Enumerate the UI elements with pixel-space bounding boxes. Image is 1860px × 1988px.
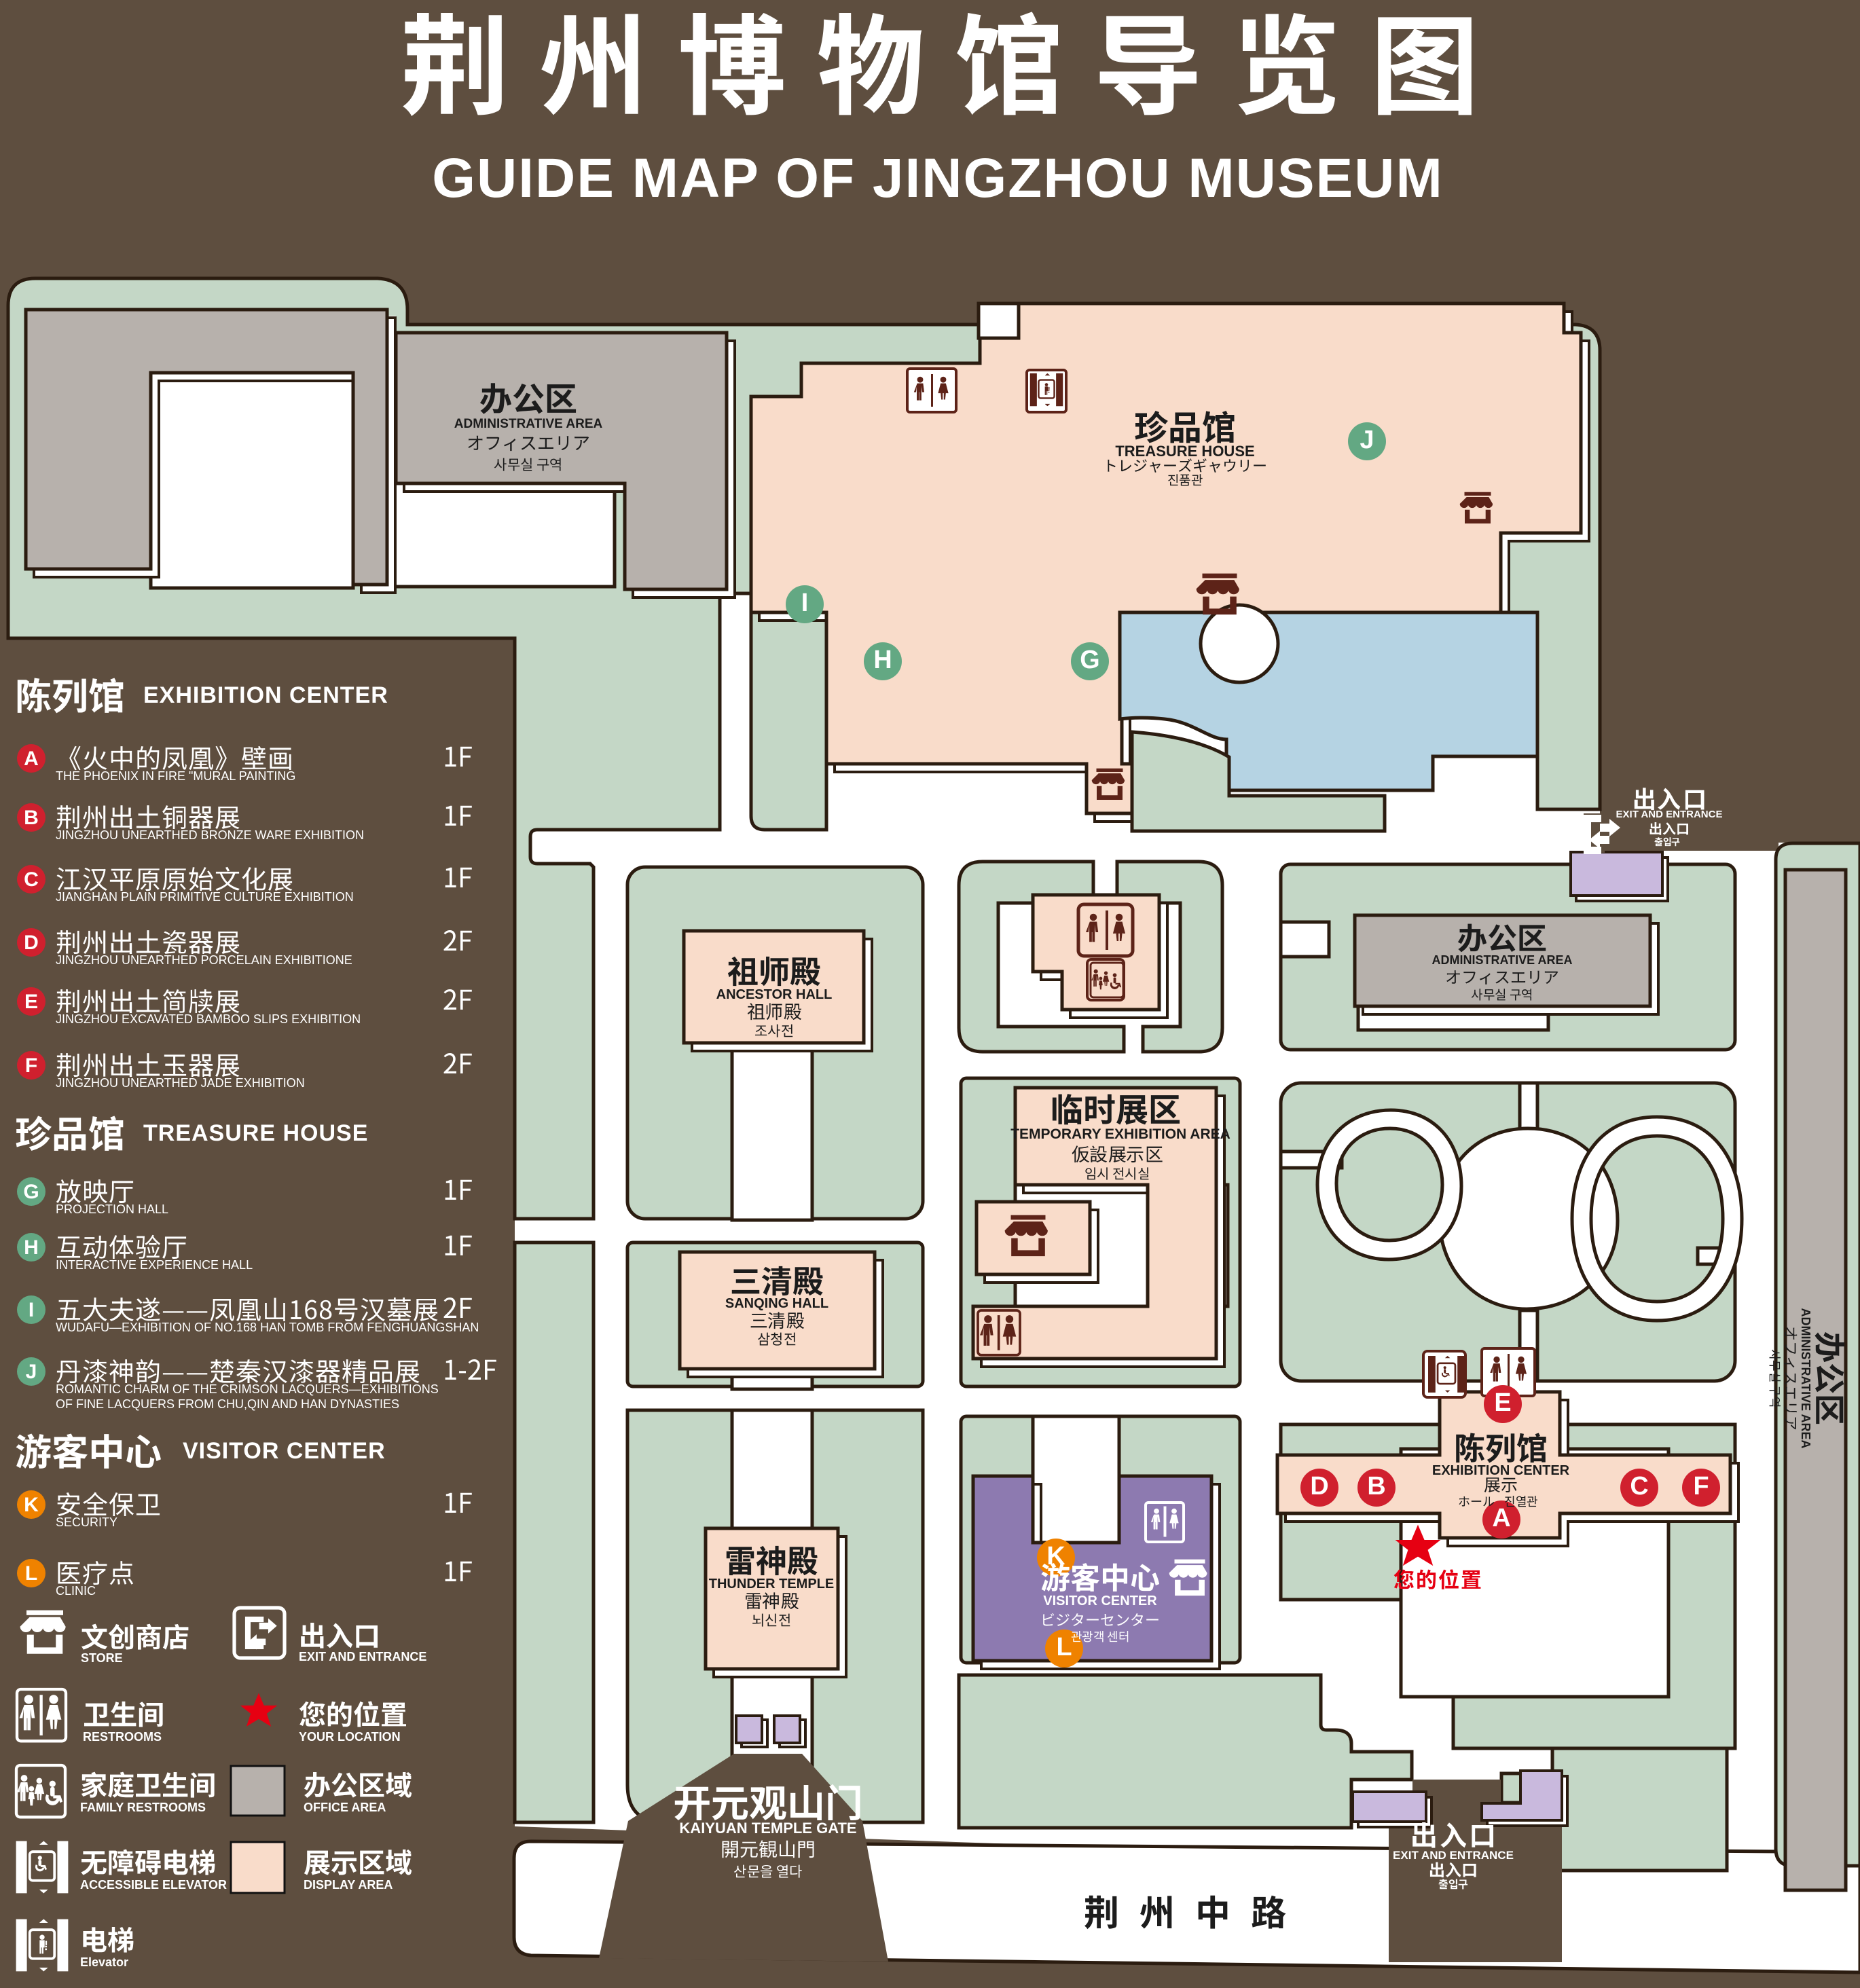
svg-text:I: I bbox=[29, 1299, 34, 1321]
svg-text:A: A bbox=[24, 748, 39, 770]
svg-text:JINGZHOU EXCAVATED BAMBOO SLIP: JINGZHOU EXCAVATED BAMBOO SLIPS EXHIBITI… bbox=[56, 1012, 361, 1026]
svg-text:EXIT AND ENTRANCE: EXIT AND ENTRANCE bbox=[299, 1650, 426, 1663]
svg-text:K: K bbox=[24, 1494, 39, 1516]
svg-text:ADMINISTRATIVE AREA: ADMINISTRATIVE AREA bbox=[454, 417, 603, 431]
svg-text:H: H bbox=[24, 1236, 39, 1259]
svg-text:VISITOR CENTER: VISITOR CENTER bbox=[183, 1438, 386, 1464]
svg-text:ADMINISTRATIVE AREA: ADMINISTRATIVE AREA bbox=[1432, 953, 1573, 967]
svg-text:TEMPORARY EXHIBITION AREA: TEMPORARY EXHIBITION AREA bbox=[1010, 1126, 1230, 1142]
svg-text:THE PHOENIX IN FIRE "MURAL PAI: THE PHOENIX IN FIRE "MURAL PAINTING bbox=[56, 769, 295, 783]
svg-text:ADMINISTRATIVE AREA: ADMINISTRATIVE AREA bbox=[1799, 1308, 1812, 1449]
svg-text:GUIDE MAP OF JINGZHOU MUSEUM: GUIDE MAP OF JINGZHOU MUSEUM bbox=[432, 147, 1444, 209]
svg-text:J: J bbox=[26, 1361, 37, 1383]
svg-text:VISITOR CENTER: VISITOR CENTER bbox=[1043, 1594, 1157, 1608]
svg-text:E: E bbox=[24, 991, 38, 1013]
svg-text:DISPLAY AREA: DISPLAY AREA bbox=[304, 1878, 393, 1892]
svg-text:C: C bbox=[1630, 1472, 1648, 1501]
svg-text:FAMILY RESTROOMS: FAMILY RESTROOMS bbox=[80, 1801, 206, 1814]
svg-text:JIANGHAN PLAIN PRIMITIVE CULTU: JIANGHAN PLAIN PRIMITIVE CULTURE EXHIBIT… bbox=[56, 890, 354, 904]
svg-text:L: L bbox=[1056, 1633, 1072, 1661]
svg-text:J: J bbox=[1360, 426, 1374, 454]
svg-text:F: F bbox=[25, 1054, 37, 1077]
svg-text:G: G bbox=[1080, 646, 1099, 674]
svg-text:G: G bbox=[23, 1181, 39, 1203]
svg-text:JINGZHOU UNEARTHED JADE EXHIBI: JINGZHOU UNEARTHED JADE EXHIBITION bbox=[56, 1076, 305, 1090]
svg-text:JINGZHOU UNEARTHED PORCELAIN E: JINGZHOU UNEARTHED PORCELAIN EXHIBITIONE bbox=[56, 953, 352, 967]
svg-text:D: D bbox=[24, 932, 39, 954]
svg-text:C: C bbox=[24, 868, 39, 891]
svg-text:EXIT AND ENTRANCE: EXIT AND ENTRANCE bbox=[1616, 809, 1723, 820]
svg-text:THUNDER TEMPLE: THUNDER TEMPLE bbox=[709, 1577, 834, 1591]
svg-text:EXIT AND ENTRANCE: EXIT AND ENTRANCE bbox=[1393, 1849, 1514, 1862]
svg-text:INTERACTIVE EXPERIENCE HALL: INTERACTIVE EXPERIENCE HALL bbox=[56, 1258, 253, 1272]
svg-text:L: L bbox=[25, 1562, 37, 1585]
svg-text:F: F bbox=[1693, 1472, 1709, 1501]
svg-text:KAIYUAN TEMPLE GATE: KAIYUAN TEMPLE GATE bbox=[679, 1820, 856, 1837]
svg-text:RESTROOMS: RESTROOMS bbox=[83, 1730, 162, 1744]
svg-text:EXHIBITION CENTER: EXHIBITION CENTER bbox=[143, 682, 388, 708]
svg-text:Elevator: Elevator bbox=[80, 1955, 128, 1969]
svg-text:SANQING HALL: SANQING HALL bbox=[725, 1296, 828, 1311]
svg-text:OF FINE LACQUERS FROM CHU,QIN: OF FINE LACQUERS FROM CHU,QIN AND HAN DY… bbox=[56, 1397, 399, 1411]
svg-text:OFFICE AREA: OFFICE AREA bbox=[304, 1801, 386, 1814]
svg-text:PROJECTION HALL: PROJECTION HALL bbox=[56, 1202, 168, 1216]
svg-text:STORE: STORE bbox=[81, 1651, 123, 1665]
svg-text:EXHIBITION CENTER: EXHIBITION CENTER bbox=[1432, 1463, 1570, 1478]
svg-text:CLINIC: CLINIC bbox=[56, 1584, 96, 1598]
svg-text:ANCESTOR HALL: ANCESTOR HALL bbox=[716, 987, 833, 1002]
svg-text:B: B bbox=[1367, 1472, 1385, 1501]
svg-text:WUDAFU—EXHIBITION OF NO.168 HA: WUDAFU—EXHIBITION OF NO.168 HAN TOMB FRO… bbox=[56, 1321, 479, 1334]
svg-text:TREASURE HOUSE: TREASURE HOUSE bbox=[143, 1120, 368, 1146]
svg-text:SECURITY: SECURITY bbox=[56, 1515, 117, 1529]
svg-text:I: I bbox=[801, 589, 809, 617]
svg-text:A: A bbox=[1492, 1504, 1510, 1532]
svg-text:ROMANTIC CHARM OF THE CRIMSON: ROMANTIC CHARM OF THE CRIMSON LACQUERS—E… bbox=[56, 1382, 439, 1396]
svg-text:JINGZHOU UNEARTHED BRONZE WARE: JINGZHOU UNEARTHED BRONZE WARE EXHIBITIO… bbox=[56, 828, 364, 842]
svg-text:E: E bbox=[1494, 1388, 1511, 1417]
svg-text:D: D bbox=[1310, 1472, 1328, 1501]
svg-text:YOUR LOCATION: YOUR LOCATION bbox=[299, 1730, 401, 1744]
svg-text:H: H bbox=[873, 646, 892, 674]
svg-text:ACCESSIBLE ELEVATOR: ACCESSIBLE ELEVATOR bbox=[80, 1878, 227, 1892]
svg-text:B: B bbox=[24, 807, 39, 829]
svg-text:TREASURE HOUSE: TREASURE HOUSE bbox=[1115, 443, 1254, 460]
